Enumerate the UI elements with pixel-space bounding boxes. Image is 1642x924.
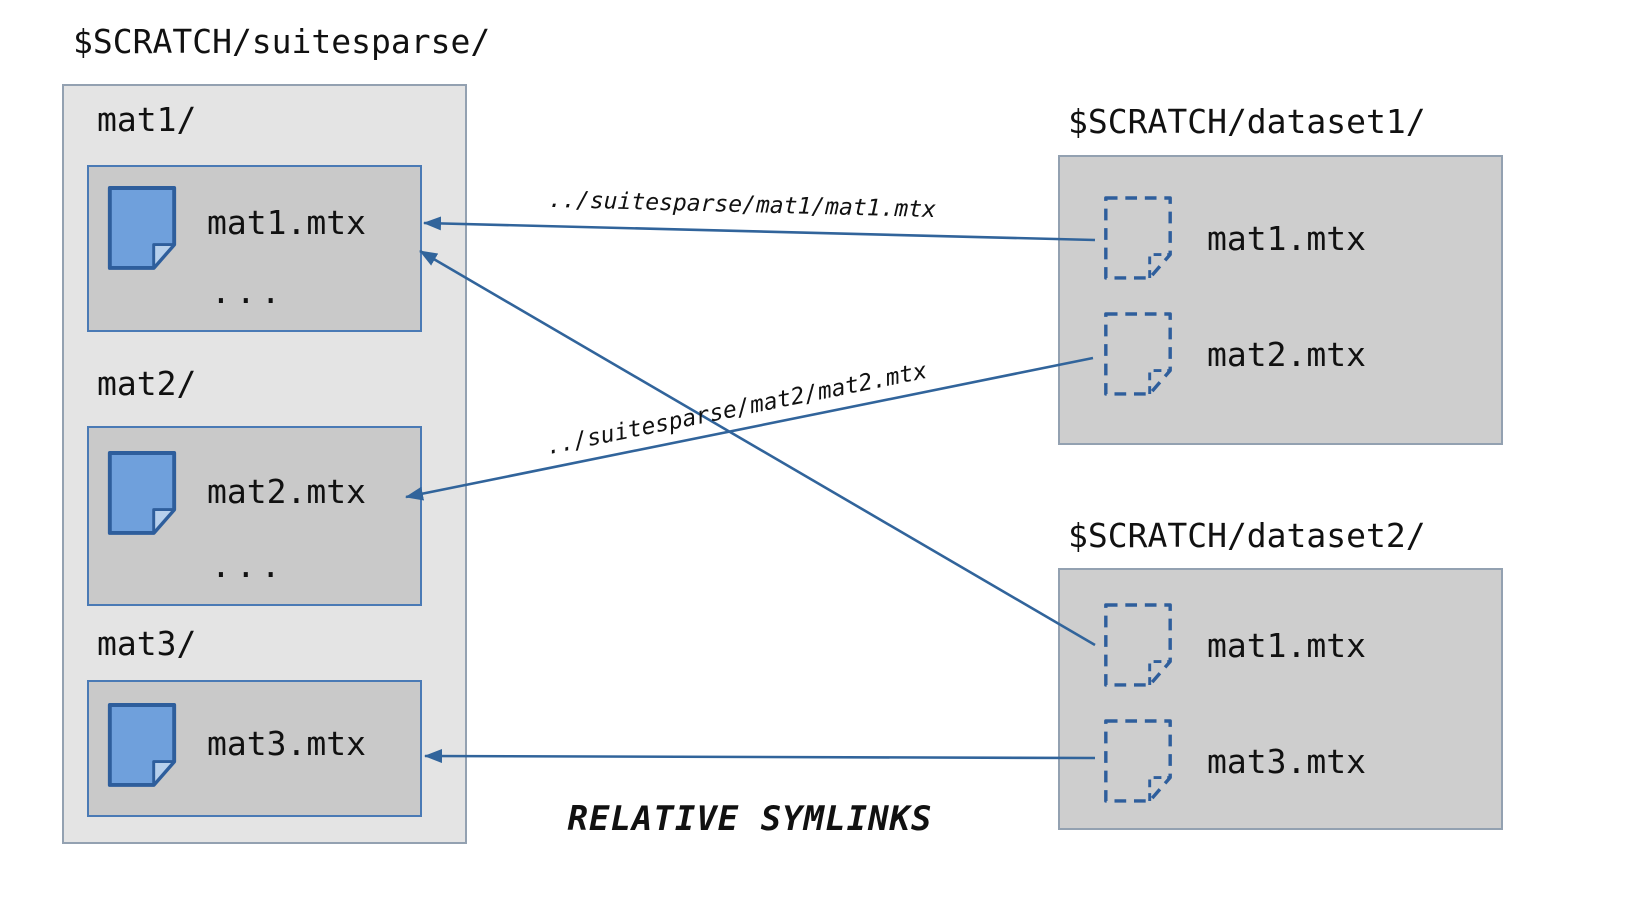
suitesparse-title: $SCRATCH/suitesparse/ [73,22,491,61]
symlink-name-mat3: mat3.mtx [1207,742,1366,781]
symlink-file-icon [1104,196,1172,280]
symlink-arrow-d1mat2 [405,356,1094,501]
folder-name-mat2: mat2/ [97,364,197,403]
folder-name-mat1: mat1/ [97,100,197,139]
file-icon [107,186,177,270]
folder-mat3-box: mat3.mtx [87,680,422,817]
file-name-mat2: mat2.mtx [207,472,366,511]
folder-mat2-box: mat2.mtx ... [87,426,422,606]
symlink-path-label: ../suitesparse/mat1/mat1.mtx [548,187,936,223]
symlink-path-label: ../suitesparse/mat2/mat2.mtx [544,358,929,460]
ellipsis: ... [211,272,286,311]
file-name-mat1: mat1.mtx [207,203,366,242]
symlink-name-mat2: mat2.mtx [1207,335,1366,374]
caption-relative-symlinks: RELATIVE SYMLINKS [567,799,933,839]
folder-name-mat3: mat3/ [97,624,197,663]
symlink-arrow-d2mat3 [424,749,1096,764]
dataset2-box: mat1.mtx mat3.mtx [1058,568,1503,830]
file-icon [107,451,177,535]
symlink-arrow-d1mat1 [423,216,1096,242]
symlink-file-icon [1104,603,1172,687]
folder-mat1-box: mat1.mtx ... [87,165,422,332]
dataset2-title: $SCRATCH/dataset2/ [1068,516,1426,555]
symlink-arrow-d2mat1 [419,249,1096,647]
dataset1-title: $SCRATCH/dataset1/ [1068,102,1426,141]
file-name-mat3: mat3.mtx [207,724,366,763]
symlink-file-icon [1104,719,1172,803]
suitesparse-box: mat1/ mat1.mtx ... mat2/ mat2.mtx ... ma… [62,84,467,844]
symlink-name-mat1: mat1.mtx [1207,219,1366,258]
symlink-file-icon [1104,312,1172,396]
symlink-name-mat1: mat1.mtx [1207,626,1366,665]
file-icon [107,703,177,787]
dataset1-box: mat1.mtx mat2.mtx [1058,155,1503,445]
ellipsis: ... [211,546,286,585]
